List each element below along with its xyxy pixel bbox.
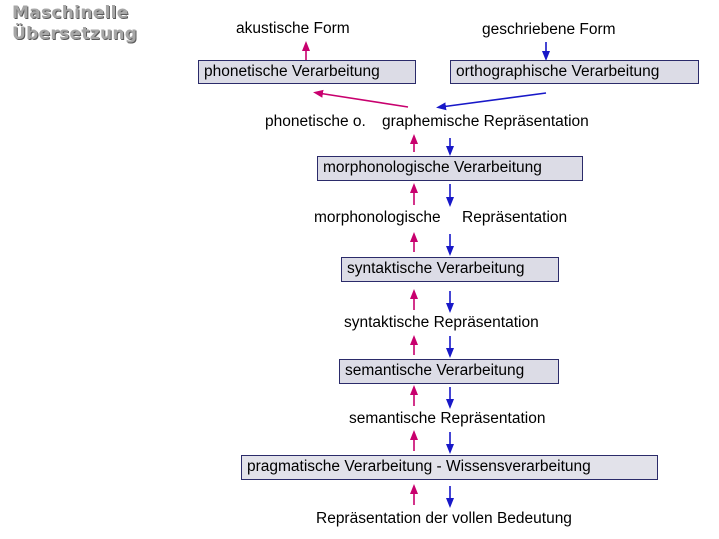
label-morphonological: morphonologische [314,209,441,226]
down-arrow-diagonal-from-ortho [436,92,547,111]
slide-title: Maschinelle Übersetzung [12,3,137,45]
box-phonetic-processing: phonetische Verarbeitung [198,60,416,84]
box-morphonological-processing: morphonologische Verarbeitung [317,156,583,181]
label-semantic-representation: semantische Repräsentation [349,410,546,427]
label-written-form: geschriebene Form [482,21,616,38]
title-line-1: Maschinelle [12,3,129,23]
box-pragmatic-processing: pragmatische Verarbeitung - Wissensverar… [241,455,658,480]
label-graphemic-representation: graphemische Repräsentation [382,113,589,130]
label-full-meaning-representation: Repräsentation der vollen Bedeutung [316,510,572,527]
label-acoustic-form: akustische Form [236,20,350,37]
label-phonetic-or: phonetische o. [265,113,366,130]
box-orthographic-processing: orthographische Verarbeitung [450,60,699,84]
title-line-2: Übersetzung [12,24,138,44]
label-syntactic-representation: syntaktische Repräsentation [344,314,539,331]
up-arrow-diagonal-to-phonetic [313,89,409,108]
label-morph-representation: Repräsentation [462,209,568,226]
box-semantic-processing: semantische Verarbeitung [339,359,559,384]
box-syntactic-processing: syntaktische Verarbeitung [341,257,559,282]
